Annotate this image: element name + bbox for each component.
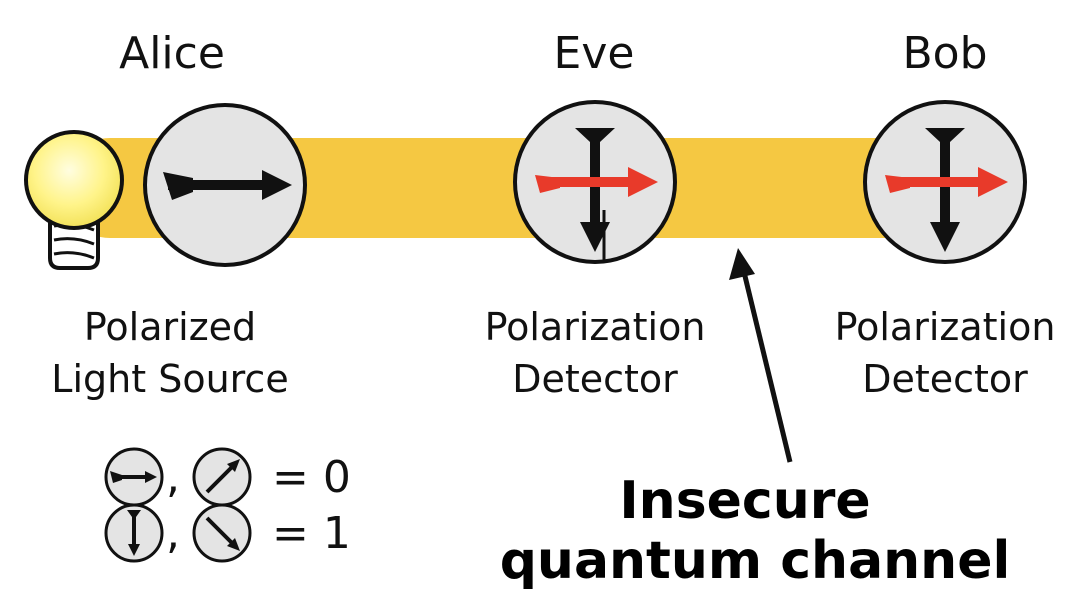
alice-label: Alice (119, 28, 225, 79)
legend-equals-1: = 1 (272, 508, 351, 559)
red-horizontal-arrow-icon (885, 167, 1008, 197)
legend-sep-2: , (166, 508, 180, 559)
legend-diagonal-up-icon (192, 447, 252, 507)
bob-label: Bob (902, 28, 987, 79)
bob-detector (863, 100, 1027, 264)
legend-diagonal-down-icon (192, 503, 252, 563)
light-bulb-icon (24, 130, 124, 270)
legend-equals-0: = 0 (272, 452, 351, 503)
alice-desc-line1: Polarized (84, 305, 256, 349)
legend-vertical-icon (104, 503, 164, 563)
bob-desc-line1: Polarization (835, 305, 1056, 349)
channel-label-line2: quantum channel (500, 531, 1011, 591)
red-horizontal-arrow-icon (535, 167, 658, 197)
horizontal-arrow-icon (163, 170, 292, 200)
legend: , = 0 , = 1 (104, 447, 351, 563)
channel-label-line1: Insecure (619, 471, 870, 531)
eve-desc-line1: Polarization (485, 305, 706, 349)
legend-sep-1: , (166, 452, 180, 503)
eve-label: Eve (554, 28, 635, 79)
alice-desc-line2: Light Source (51, 357, 288, 401)
alice-polarizer (143, 103, 307, 267)
bob-desc-line2: Detector (862, 357, 1028, 401)
channel-pointer-arrow (729, 248, 793, 463)
eve-desc-line2: Detector (512, 357, 678, 401)
eve-detector (513, 100, 677, 264)
legend-horizontal-icon (104, 447, 164, 507)
